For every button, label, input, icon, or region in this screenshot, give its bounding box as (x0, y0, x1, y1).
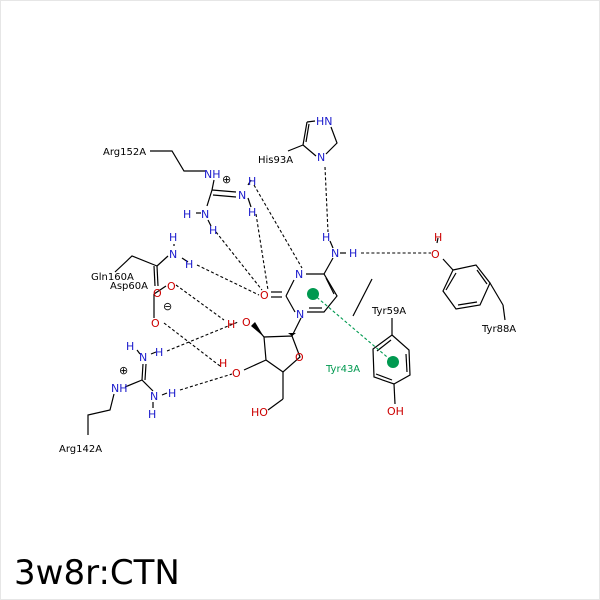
atom-arg152-n3: N (201, 208, 209, 221)
arg152-sidechain (150, 150, 252, 227)
atom-arg142-h3: H (168, 387, 176, 400)
atom-arg142-h4: H (148, 408, 156, 421)
atom-ribose-h2: H (227, 318, 235, 331)
atom-arg152-h2: H (248, 206, 256, 219)
label-tyr43: Tyr43A (325, 364, 360, 375)
atom-his-n: N (317, 151, 325, 164)
label-tyr59: Tyr59A (371, 306, 406, 317)
atom-arg142-nh: NH (111, 382, 128, 395)
atom-arg142-h1: H (126, 340, 134, 353)
residue-labels: Arg152A His93A Gln160A Asp60A Tyr59A Tyr… (59, 147, 516, 455)
charges: ⊕ ⊖ ⊕ (119, 173, 231, 377)
label-his93: His93A (258, 155, 293, 166)
tyr88-ring (436, 237, 506, 321)
label-arg152: Arg152A (103, 147, 146, 158)
label-tyr88: Tyr88A (481, 324, 516, 335)
atom-pyr-o2: O (260, 289, 269, 302)
atom-arg152-n2: N (238, 189, 246, 202)
atom-tyr88-o: O (431, 248, 440, 261)
label-asp60: Asp60A (110, 281, 148, 292)
atom-gln-h2: H (185, 258, 193, 271)
atom-ribose-o2: O (242, 316, 251, 329)
atom-his-hn: HN (316, 115, 333, 128)
atom-arg142-h2: H (155, 346, 163, 359)
atom-tyr88-h: H (434, 231, 442, 244)
label-gln160: Gln160A (91, 272, 134, 283)
ribose-ring (243, 317, 302, 411)
atom-arg152-h1: H (248, 175, 256, 188)
gln160-sidechain (114, 244, 189, 287)
atom-gln-n: N (169, 248, 177, 261)
atom-asp-o1: O (167, 280, 176, 293)
atom-ribose-o4: O (295, 351, 304, 364)
label-arg142: Arg142A (59, 444, 102, 455)
pi-stacking (307, 288, 399, 368)
his93-ring (287, 120, 338, 157)
pyrimidine-ring (271, 240, 346, 313)
asp60-sidechain (153, 285, 167, 318)
tyr43-ring-centroid (387, 356, 399, 368)
atom-tyr43-oh: OH (387, 405, 404, 418)
diagram-title: 3w8r:CTN (14, 553, 180, 593)
atom-arg152-nh: NH (204, 168, 221, 181)
charge-minus-asp60: ⊖ (163, 300, 172, 313)
atom-amine-n: N (331, 247, 339, 260)
atom-gln-h1: H (169, 231, 177, 244)
atom-ribose-o5: HO (251, 406, 268, 419)
atom-amine-h2: H (322, 231, 330, 244)
charge-plus-arg142: ⊕ (119, 364, 128, 377)
atom-arg142-n1: N (139, 351, 147, 364)
ligand-ring-centroid (307, 288, 319, 300)
charge-plus-arg152: ⊕ (222, 173, 231, 186)
arg142-sidechain (87, 349, 168, 435)
atom-pyr-n1: N (296, 308, 304, 321)
atom-asp-o2: O (153, 287, 162, 300)
atom-asp-o3: O (151, 317, 160, 330)
atom-amine-h1: H (349, 247, 357, 260)
atom-arg152-h3: H (183, 208, 191, 221)
hydrogen-bonds (163, 166, 431, 391)
atom-ribose-h3: H (219, 357, 227, 370)
tyr43-ring (352, 278, 411, 405)
atom-labels: HN N NH N H H N H H H N H O O O N N O N … (111, 115, 442, 421)
atom-arg142-n2: N (150, 390, 158, 403)
atom-ribose-o3: O (232, 367, 241, 380)
atom-pyr-n3: N (295, 268, 303, 281)
atom-arg152-h4: H (209, 224, 217, 237)
